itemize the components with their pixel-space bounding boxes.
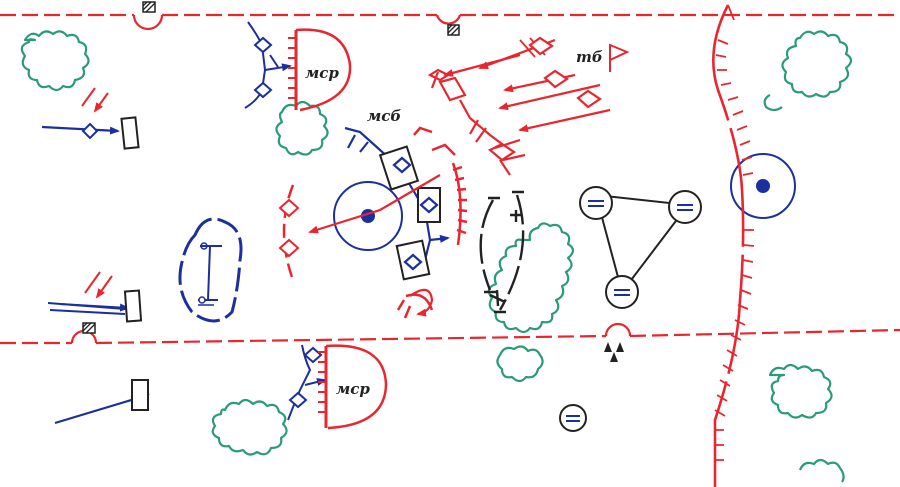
blue-attack-arrow-mid-left: [47, 289, 143, 323]
label-msr-top: мср: [305, 64, 339, 82]
blue-motor-rifle-top: [244, 21, 292, 109]
lone-battery-circle: [559, 404, 587, 432]
red-screen-line-left: [282, 184, 295, 281]
road-top-bridge-2: [435, 14, 462, 25]
red-arrow-pair: [84, 271, 113, 297]
blue-attack-arrow-bottom-left: [54, 379, 150, 425]
red-tank-battalion-tb: [427, 36, 611, 176]
blue-strike-circle: [730, 153, 796, 219]
obstacle-line-black: [479, 190, 525, 314]
forest-bottom-right-2: [798, 458, 845, 483]
forest-bottom-center: [496, 345, 544, 383]
hatched-square-icon: [447, 24, 460, 36]
red-motor-rifle-company-bottom: [318, 344, 388, 430]
label-msr-bottom: мср: [336, 380, 370, 398]
forest-bottom-left: [211, 398, 288, 456]
flag-icon: [609, 43, 630, 72]
red-arrow-west: [308, 174, 441, 234]
forest-top-left: [20, 30, 90, 92]
blue-attack-arrow-top-left: [41, 116, 140, 150]
red-arrow-pair: [81, 87, 109, 111]
road-bottom: [0, 328, 900, 345]
label-tb: тб: [576, 48, 603, 66]
hatched-square-icon: [142, 1, 156, 13]
forest-top-right: [763, 30, 853, 112]
forest-bottom-right: [768, 363, 833, 419]
red-diamond-markers: [278, 198, 300, 258]
road-bottom-bridge-2: [604, 322, 632, 337]
blue-motor-rifle-bottom: [287, 344, 327, 421]
label-msb: мсб: [367, 107, 401, 125]
road-top-bridge-1: [132, 14, 164, 31]
hatched-square-icon: [82, 322, 96, 334]
red-arrow-curl: [409, 288, 434, 317]
blue-battalion-msb: [344, 126, 450, 281]
nuclear-burst-icon: [604, 342, 624, 362]
artillery-battery-triangle: [579, 186, 702, 309]
red-defense-line-right: [712, 4, 755, 487]
red-motor-rifle-company-top: [288, 28, 352, 112]
forest-center-left: [275, 100, 329, 156]
artillery-position-blue: [178, 217, 243, 323]
forest-center: [487, 222, 575, 334]
blue-strike-circle: [333, 181, 403, 251]
